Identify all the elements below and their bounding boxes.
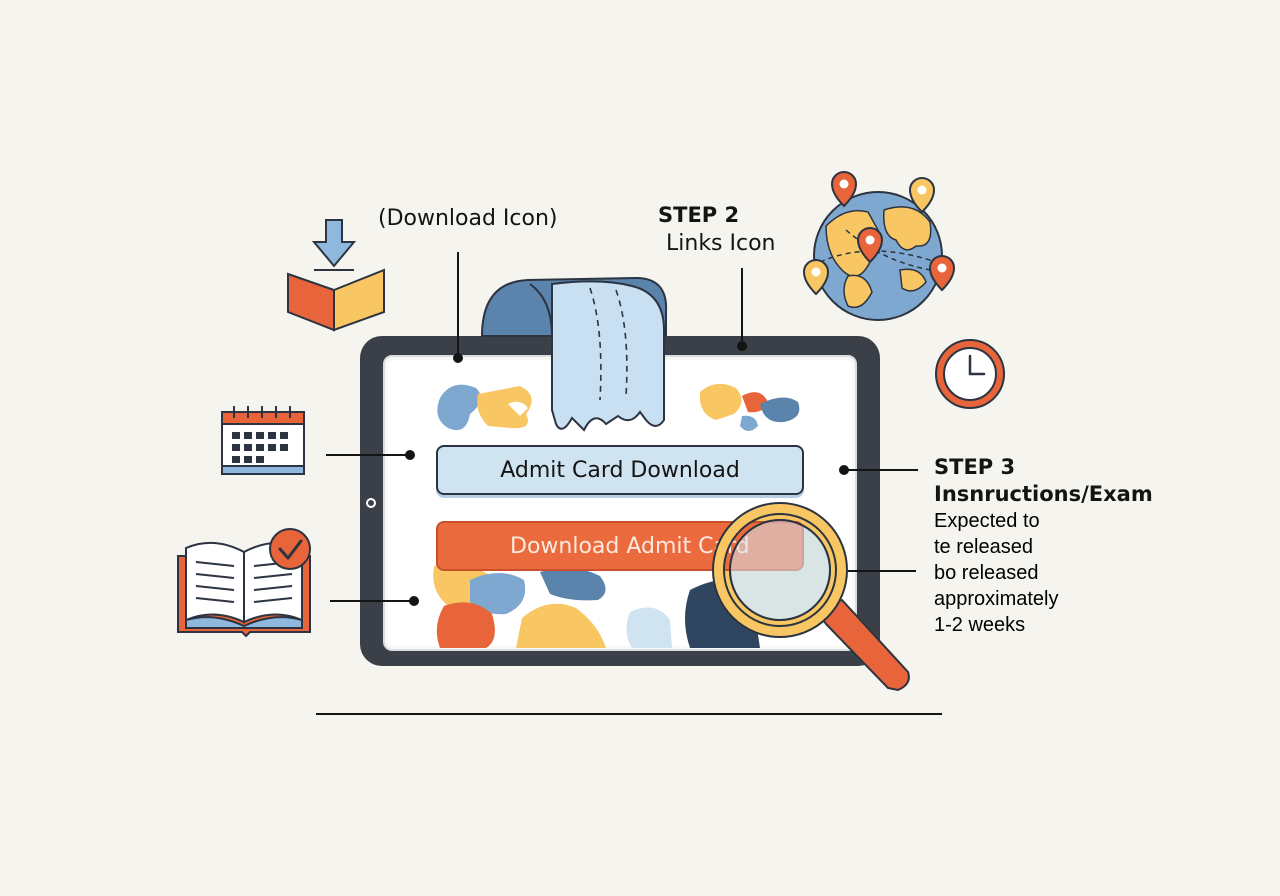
step3-note-line: te released [934,536,1033,558]
step3-note-line: approximately [934,588,1059,610]
globe-icon [813,191,943,321]
download-admit-card-button[interactable]: Download Admit Card [436,521,804,571]
step3-note-line: bo released [934,562,1039,584]
step3-title: STEP 3 [934,455,1016,479]
connector-lines [316,252,942,715]
step3-subtitle: Insnructions/Exam [934,482,1153,506]
location-pin-icon [802,171,956,296]
admit-card-download-button[interactable]: Admit Card Download [436,445,804,495]
step3-note-line: Expected to [934,510,1040,532]
step2-subtitle: Links Icon [666,231,776,256]
calendar-icon [221,406,305,475]
document-scroll [480,276,668,432]
download-icon-label: (Download Icon) [378,206,558,231]
download-box-icon [287,219,385,332]
step3-note: Expected to te released bo released appr… [934,508,1059,638]
checkmark-badge-icon [269,528,311,570]
step3-note-line: 1-2 weeks [934,614,1026,636]
step2-title: STEP 2 [658,203,740,227]
clock-icon [935,339,1005,409]
